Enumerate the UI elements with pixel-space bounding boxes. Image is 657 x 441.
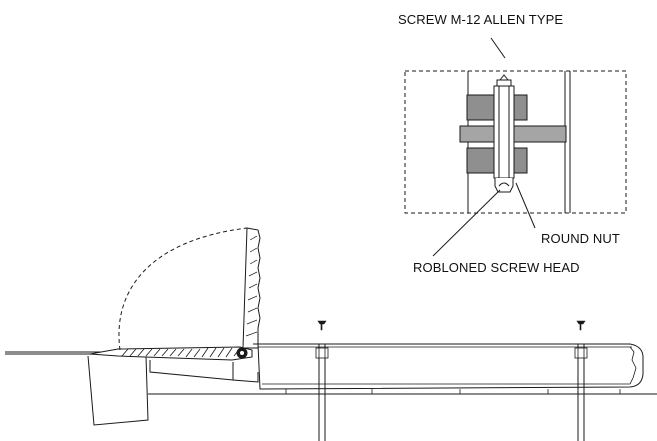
label-round-nut: ROUND NUT [541, 231, 620, 246]
anchor-right-head [576, 320, 586, 331]
lip-swing-arc [118, 227, 248, 351]
leader-round-nut [515, 182, 536, 229]
detail-robloned-head [494, 178, 514, 193]
detail-view [404, 37, 627, 257]
hinge-pin-center [240, 351, 244, 355]
label-robloned-screw-head: ROBLONED SCREW HEAD [413, 260, 580, 275]
anchor-right [574, 320, 588, 441]
label-screw-m12: SCREW M-12 ALLEN TYPE [398, 12, 564, 27]
anchor-left-head [317, 320, 327, 331]
detail-screw-shank [493, 85, 515, 179]
lip-raised [242, 227, 261, 349]
hinge-bracket [232, 362, 259, 383]
lip-raised-hatching [245, 235, 258, 337]
anchor-left [315, 320, 329, 441]
deck-plate [253, 343, 644, 390]
hinge-bracket-inner [149, 360, 234, 381]
detail-allen-socket [499, 74, 509, 81]
lip-plate [89, 346, 253, 361]
leader-robloned-head [432, 189, 501, 257]
leader-screw [490, 37, 506, 59]
detail-allen-head [496, 79, 512, 86]
detail-robloned-dome [498, 182, 510, 187]
deck-nose [629, 346, 637, 385]
detail-frame [404, 70, 627, 214]
side-view [5, 227, 657, 441]
pit-block [87, 355, 149, 426]
